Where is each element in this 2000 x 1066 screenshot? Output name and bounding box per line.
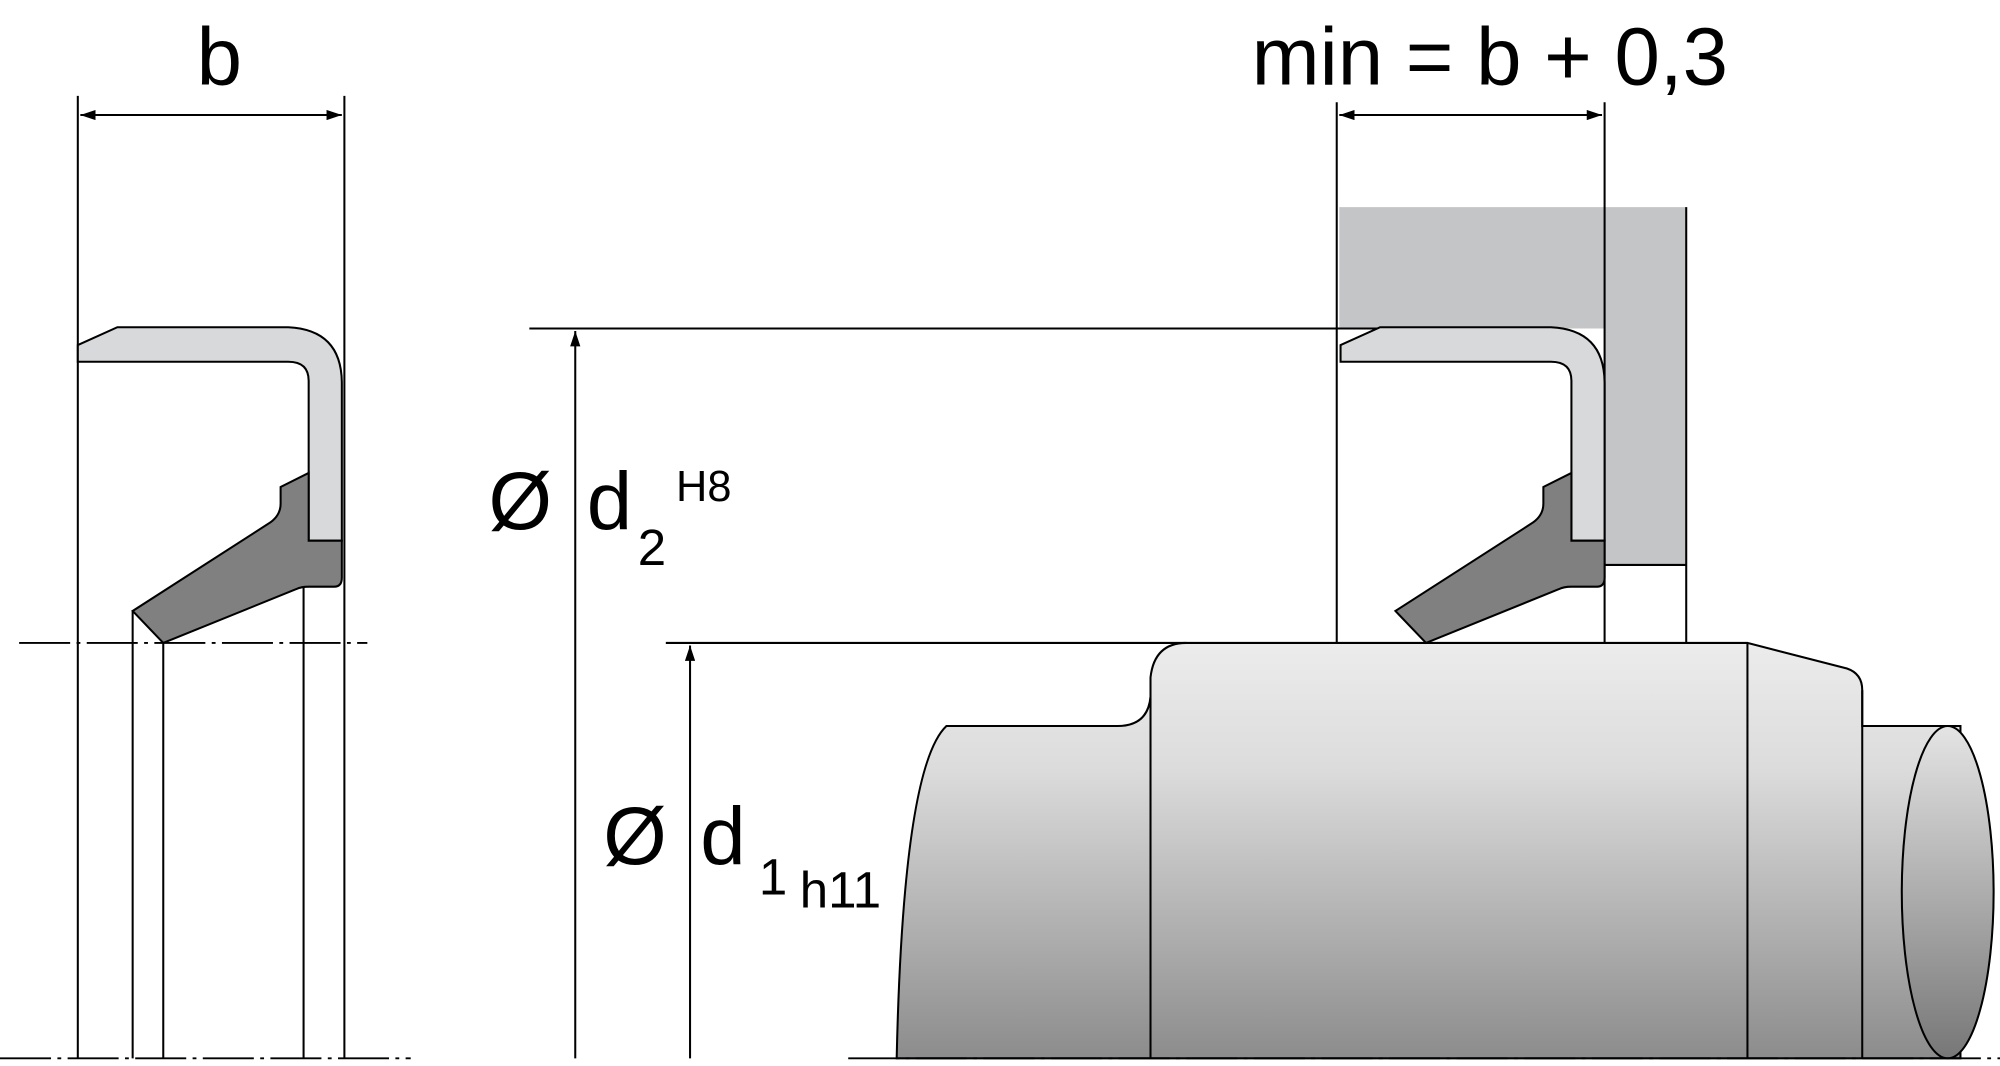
groove-width-label: min = b + 0,3: [1252, 11, 1728, 102]
svg-text:d: d: [700, 791, 745, 882]
bore-diameter-label: Ø d 2 H8: [489, 456, 732, 576]
seal-cross-section: b: [0, 11, 411, 1060]
shaft-end-face: [1900, 724, 1995, 1060]
shaft-diameter-label: Ø d 1 h11: [603, 791, 881, 919]
svg-text:Ø: Ø: [489, 456, 552, 547]
svg-text:d: d: [587, 456, 632, 547]
housing: [1339, 207, 1687, 565]
svg-text:2: 2: [638, 519, 666, 576]
svg-text:H8: H8: [676, 463, 731, 511]
svg-text:Ø: Ø: [603, 791, 666, 882]
shaft: [895, 641, 1962, 1060]
svg-text:1: 1: [759, 849, 787, 906]
svg-text:h11: h11: [800, 861, 881, 918]
seal-width-label: b: [197, 11, 242, 102]
installation-view: min = b + 0,3 Ø d 2 H8 Ø d 1 h11: [489, 11, 2000, 1066]
